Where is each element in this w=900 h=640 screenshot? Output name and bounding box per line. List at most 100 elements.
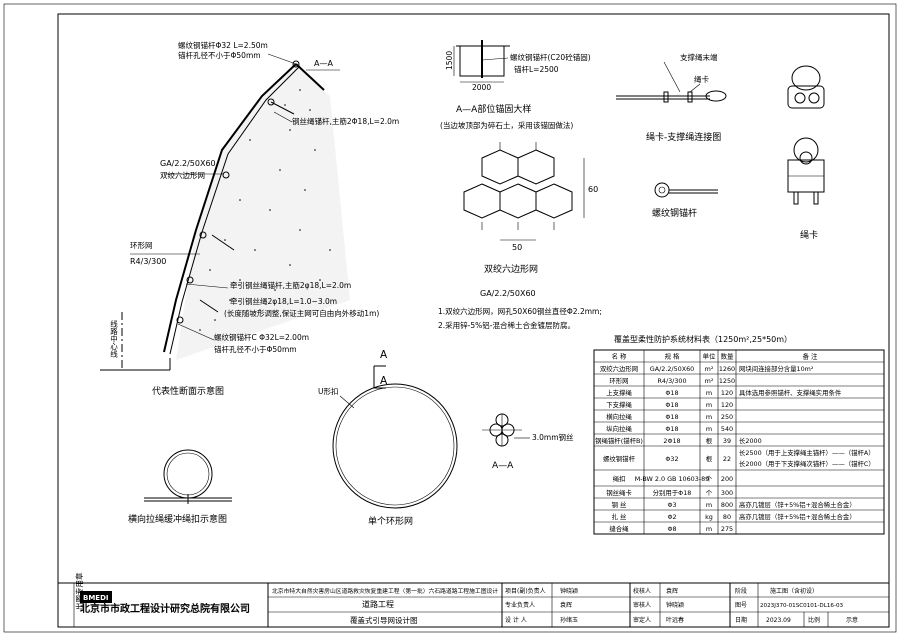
table-cell: 具体选用参照锚杆、支撑绳实用条件 xyxy=(739,388,842,397)
title-block: 出图专用章 BMEDI 北京市市政工程设计研究总院有限公司 北京市特大自然灾害房… xyxy=(57,572,890,628)
anchor-top-hole-label: 锚杆孔径不小于Φ50mm xyxy=(178,50,261,60)
table-cell: 扎 丝 xyxy=(612,512,627,521)
table-cell: 绳扣 xyxy=(613,474,626,483)
table-header-cell: 数量 xyxy=(721,352,734,361)
table-cell: kg xyxy=(705,513,713,521)
hex-title: 双绞六边形网 xyxy=(484,263,538,275)
discipline: 道路工程 xyxy=(362,599,394,609)
pull-note-label: (长度随坡形调整,保证主网可自由向外移动1m) xyxy=(224,308,379,318)
project-name: 北京市特大自然灾害房山区道路救灾恢复重建工程（第一批）六石路道路工程施工图设计 xyxy=(272,587,498,595)
buffer-title: 横向拉绳缓冲绳扣示意图 xyxy=(128,513,227,525)
table-cell: Φ2 xyxy=(667,513,676,521)
company-name: 北京市市政工程设计研究总院有限公司 xyxy=(80,602,250,615)
table-cell: 个 xyxy=(706,475,713,483)
table-cell: 钢绳锚杆(锚杆B) xyxy=(595,436,643,445)
table-header-cell: 单位 xyxy=(703,352,716,361)
table-cell: 120 xyxy=(721,401,733,409)
ring-title: 单个环形网 xyxy=(368,515,413,527)
table-cell: 环形网 xyxy=(609,377,628,385)
table-cell: 钢 丝 xyxy=(612,500,627,509)
ring-spec-label: R4/3/300 xyxy=(130,257,166,266)
ring-aa-title: A—A xyxy=(492,461,514,471)
role-label-3: 专业负责人 xyxy=(505,601,535,609)
table-cell: m² xyxy=(705,365,714,373)
aa-label-1: 螺纹钢锚杆(C20砼锚固) xyxy=(510,52,591,62)
hex-spec: GA/2.2/50X60 xyxy=(480,289,536,298)
aa-dim-w: 2000 xyxy=(472,83,491,92)
table-cell: 横向拉绳 xyxy=(606,412,632,421)
table-cell: 长2000 xyxy=(739,436,762,445)
table-cell: 螺纹钢锚杆 xyxy=(603,454,636,463)
aa-detail-note: (当边坡顶部为碎石土，采用该锚固做法) xyxy=(440,120,573,130)
section-aa-mark: A—A xyxy=(314,59,333,68)
role-label-4: 审核人 xyxy=(633,601,651,609)
road-center-label: 线路中心线 xyxy=(109,319,118,358)
table-cell: Φ18 xyxy=(665,401,678,409)
table-cell: 分别用于Φ18 xyxy=(653,488,692,497)
section-title: 代表性断面示意图 xyxy=(152,385,224,397)
table-cell: 800 xyxy=(721,501,733,509)
table-cell: Φ18 xyxy=(665,413,678,421)
table-cell: m xyxy=(706,425,712,433)
net-name-label: 双绞六边形网 xyxy=(160,170,205,180)
aa-detail-title: A—A部位锚固大样 xyxy=(456,103,531,115)
table-cell: 双绞六边形网 xyxy=(600,364,638,373)
ring-diagram: A A U形扣 单个环形网 xyxy=(318,349,458,527)
role-name-6: 叶远春 xyxy=(666,616,684,624)
outer-frame xyxy=(3,3,897,633)
scale-value: 示意 xyxy=(846,616,858,624)
table-header-cell: 备 注 xyxy=(803,352,818,361)
hex-note-1: 1.双绞六边形网，网孔50X60钢丝直径Φ2.2mm; xyxy=(438,306,602,316)
table-cell: m xyxy=(706,401,712,409)
date-value: 2023.09 xyxy=(766,617,791,624)
pull-anchor-label-1: 牵引钢丝绳锚杆,主筋2φ18,L=2.0m xyxy=(230,280,351,290)
role-name-4: 钟晓颖 xyxy=(666,601,684,609)
table-cell: 根 xyxy=(706,436,713,445)
table-cell: 个 xyxy=(706,489,713,497)
role-name-5: 孙绪玉 xyxy=(560,616,578,624)
clip-label: 绳卡 xyxy=(694,74,709,84)
eye-bolt-label: 螺纹钢锚杆 xyxy=(652,207,697,219)
table-cell: 120 xyxy=(721,389,733,397)
table-cell: 1250 xyxy=(719,377,735,385)
pull-anchor-label-2: 牵引钢丝绳2φ18,L=1.0~3.0m xyxy=(230,296,337,306)
side-stamp: 出图专用章 xyxy=(74,572,84,610)
net-spec-label: GA/2.2/50X60 xyxy=(160,159,216,168)
table-cell: 80 xyxy=(723,513,731,521)
clamp-diagram: 支撑绳末端 绳卡 绳卡-支撑绳连接图 螺纹钢锚杆 绳卡 xyxy=(616,52,825,241)
table-cell: 高亦几镀层（锌+5%铝+混合稀土合金） xyxy=(739,512,856,521)
table-cell: 22 xyxy=(723,455,731,463)
table-cell: m xyxy=(706,525,712,533)
rope-anchor-label: 钢丝绳锚杆,主筋2Φ18,L=2.0m xyxy=(292,116,399,126)
table-border xyxy=(593,349,885,535)
table-cell: 长2000（用于下支撑绳次锚杆）——（锚杆C） xyxy=(739,459,875,468)
drawing-no: 2023J370-01SC0101-DL16-03 xyxy=(760,603,844,609)
table-cell: m² xyxy=(705,377,714,385)
table-cell: 200 xyxy=(721,475,733,483)
table-cell: 2Φ18 xyxy=(663,437,680,445)
table-cell: 网块间连接部分含量10m² xyxy=(739,364,814,373)
table-cell: Φ8 xyxy=(667,525,676,533)
materials-title: 覆盖型柔性防护系统材料表（1250m²,25*50m） xyxy=(614,334,792,344)
stage-value: 施工图（含初设） xyxy=(770,587,818,595)
table-cell: m xyxy=(706,413,712,421)
anchor-top-label: 螺纹钢锚杆Φ32 L=2.50m xyxy=(178,40,268,50)
aa-dim-h: 1500 xyxy=(445,51,454,70)
hex-dim-h: 60 xyxy=(588,185,598,194)
rope-end-label: 支撑绳末端 xyxy=(680,52,718,62)
ring-mark-a2: A xyxy=(380,375,388,387)
drawing-name: 覆盖式引导网设计图 xyxy=(350,615,418,625)
role-label-5: 设 计 人 xyxy=(505,616,527,624)
role-name-1: 钟晓颖 xyxy=(560,587,578,595)
table-cell: 300 xyxy=(721,489,733,497)
table-cell: 长2500（用于上支撑绳主锚杆）——（锚杆A） xyxy=(739,448,875,457)
hex-note-2: 2.采用锌-5%铝-混合稀土合金镀层防腐。 xyxy=(438,320,575,330)
aa-label-2: 锚杆L=2500 xyxy=(514,64,559,74)
hex-mesh-diagram: 60 50 双绞六边形网 GA/2.2/50X60 1.双绞六边形网，网孔50X… xyxy=(438,142,602,330)
table-cell: Φ3 xyxy=(667,501,676,509)
section-diagram: 螺纹钢锚杆Φ32 L=2.50m 锚杆孔径不小于Φ50mm A—A 钢丝绳锚杆,… xyxy=(100,40,399,397)
ring-net-label: 环形网 xyxy=(130,241,153,250)
ring-mark-a1: A xyxy=(380,349,388,361)
